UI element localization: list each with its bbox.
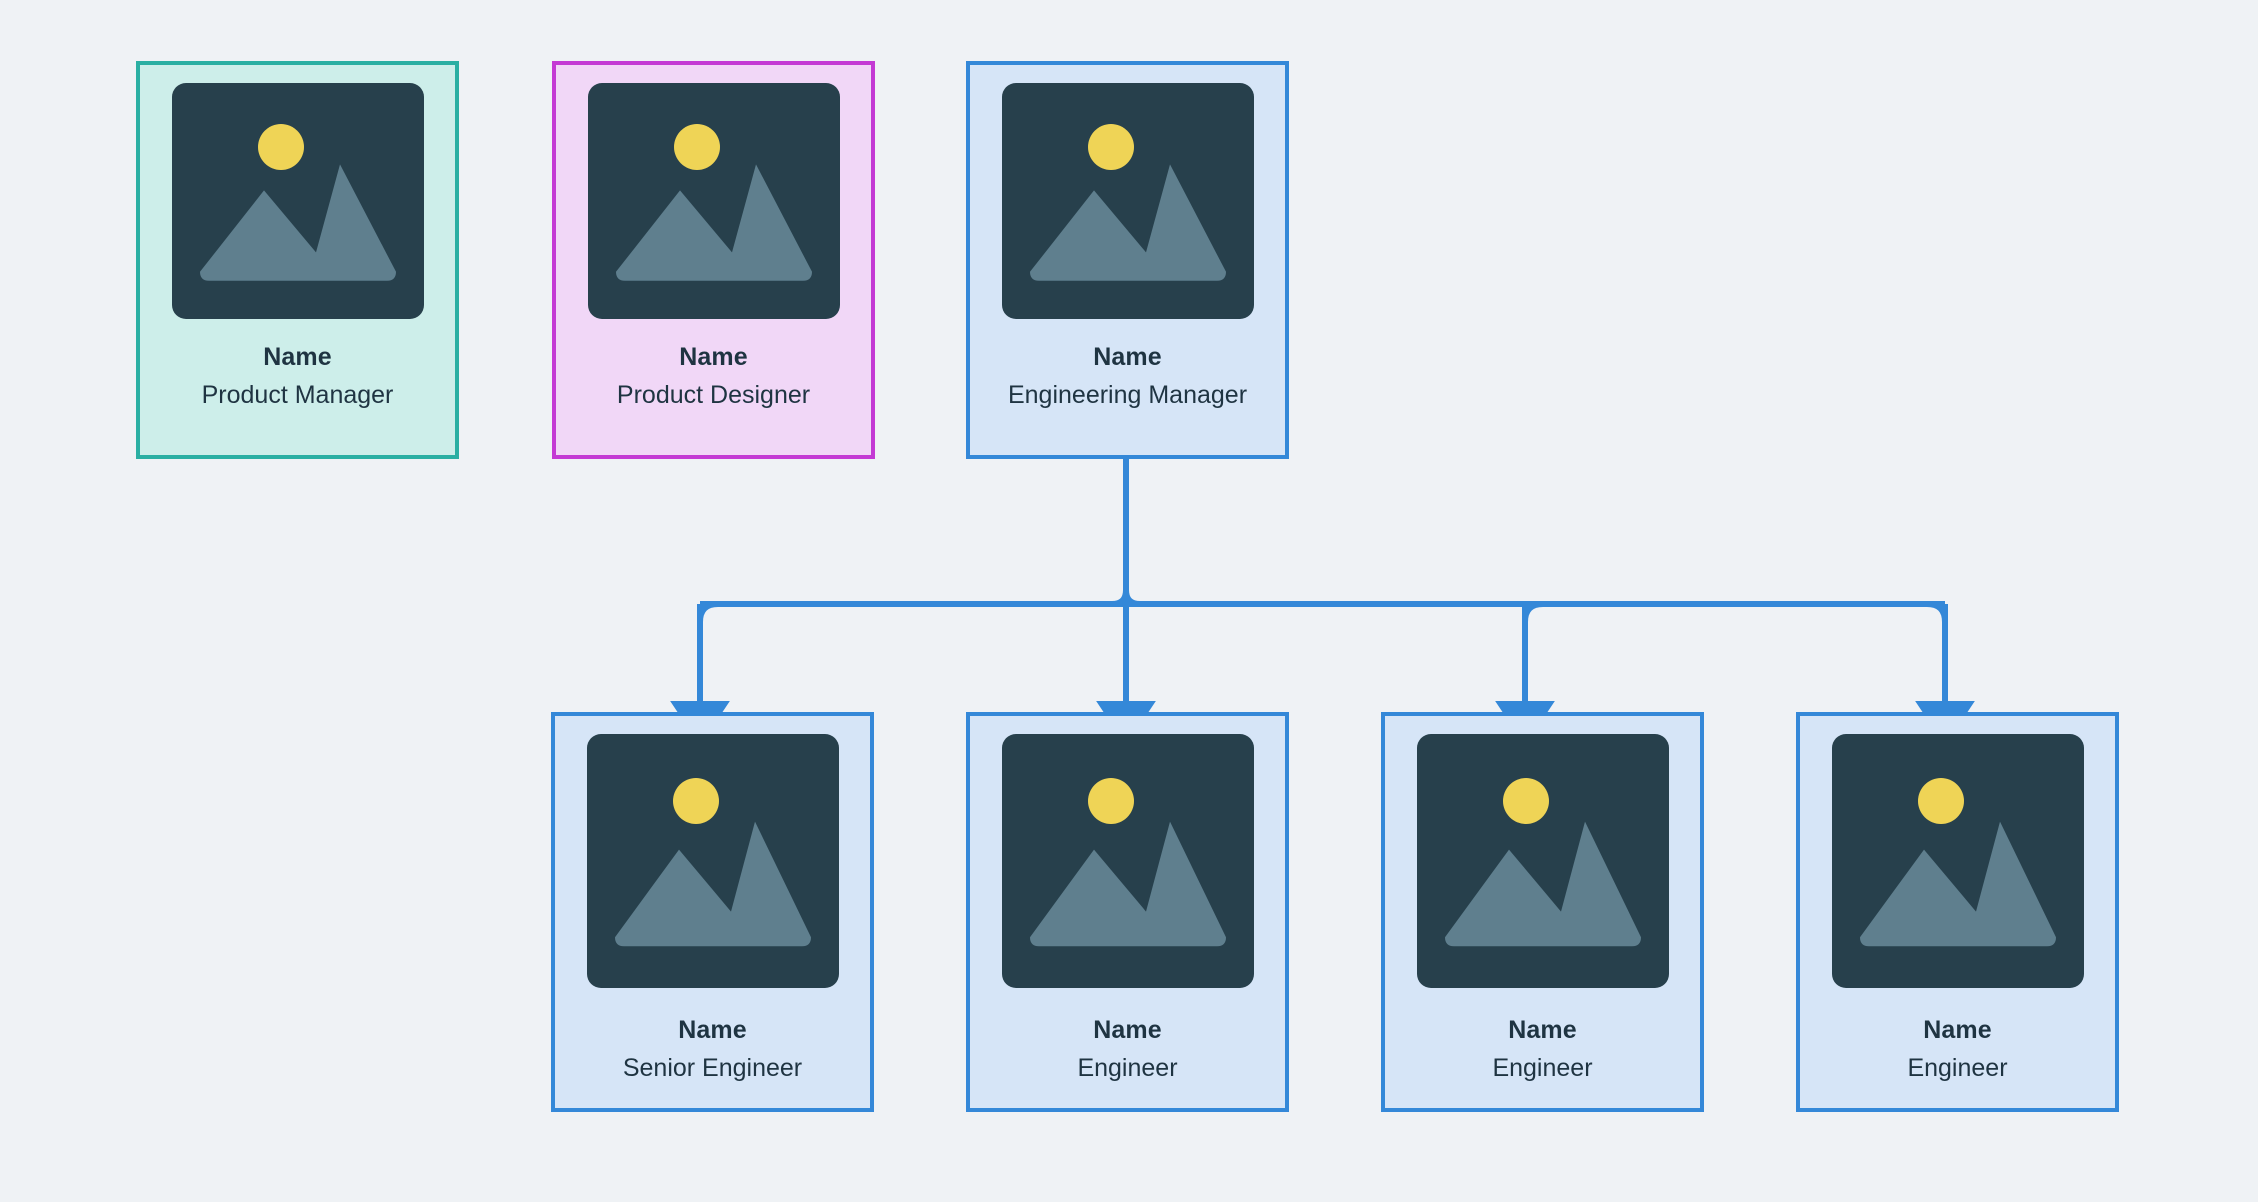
card-role-label: Engineer: [1077, 1054, 1178, 1082]
org-node-engineering-manager[interactable]: Name Engineering Manager: [966, 61, 1289, 459]
image-placeholder-icon: [1001, 734, 1254, 988]
mountain-shape-icon: [1859, 821, 2056, 947]
connector-elbow: [1926, 601, 1948, 623]
card-text-block: Name Product Designer: [556, 341, 871, 412]
image-placeholder-icon: [587, 83, 840, 319]
image-placeholder-icon: [586, 734, 839, 988]
sun-circle-icon: [1088, 124, 1135, 171]
mountain-shape-icon: [615, 164, 812, 281]
card-role-label: Product Designer: [616, 381, 811, 409]
org-node-engineer-3[interactable]: Name Engineer: [1796, 712, 2119, 1112]
sun-circle-icon: [1088, 778, 1135, 825]
image-placeholder-icon: [171, 83, 424, 319]
mountain-shape-icon: [1029, 164, 1226, 281]
sun-circle-icon: [674, 124, 721, 171]
image-placeholder-icon: [1001, 83, 1254, 319]
card-name-label: Name: [679, 343, 748, 371]
mountain-shape-icon: [1444, 821, 1641, 947]
connector-elbow: [1522, 601, 1544, 623]
org-node-engineer-2[interactable]: Name Engineer: [1381, 712, 1704, 1112]
card-text-block: Name Product Manager: [140, 341, 455, 412]
card-name-label: Name: [678, 1016, 747, 1044]
sun-circle-icon: [1918, 778, 1965, 825]
card-text-block: Name Engineer: [1800, 1014, 2115, 1085]
org-node-engineer-1[interactable]: Name Engineer: [966, 712, 1289, 1112]
org-node-product-manager[interactable]: Name Product Manager: [136, 61, 459, 459]
org-node-senior-engineer[interactable]: Name Senior Engineer: [551, 712, 874, 1112]
org-node-product-designer[interactable]: Name Product Designer: [552, 61, 875, 459]
card-role-label: Engineer: [1492, 1054, 1593, 1082]
card-name-label: Name: [1093, 1016, 1162, 1044]
mountain-shape-icon: [199, 164, 396, 281]
card-name-label: Name: [263, 343, 332, 371]
card-text-block: Name Engineering Manager: [970, 341, 1285, 412]
mountain-shape-icon: [614, 821, 811, 947]
card-name-label: Name: [1923, 1016, 1992, 1044]
image-placeholder-icon: [1416, 734, 1669, 988]
connector-elbow: [697, 601, 719, 623]
sun-circle-icon: [673, 778, 720, 825]
card-name-label: Name: [1508, 1016, 1577, 1044]
image-placeholder-icon: [1831, 734, 2084, 988]
card-text-block: Name Engineer: [1385, 1014, 1700, 1085]
mountain-shape-icon: [1029, 821, 1226, 947]
card-name-label: Name: [1093, 343, 1162, 371]
card-text-block: Name Senior Engineer: [555, 1014, 870, 1085]
card-role-label: Engineering Manager: [1007, 381, 1248, 409]
card-role-label: Engineer: [1907, 1054, 2008, 1082]
card-role-label: Product Manager: [201, 381, 394, 409]
card-text-block: Name Engineer: [970, 1014, 1285, 1085]
connector-tee-fillet: [1123, 589, 1141, 607]
sun-circle-icon: [258, 124, 305, 171]
sun-circle-icon: [1503, 778, 1550, 825]
card-role-label: Senior Engineer: [622, 1054, 803, 1082]
